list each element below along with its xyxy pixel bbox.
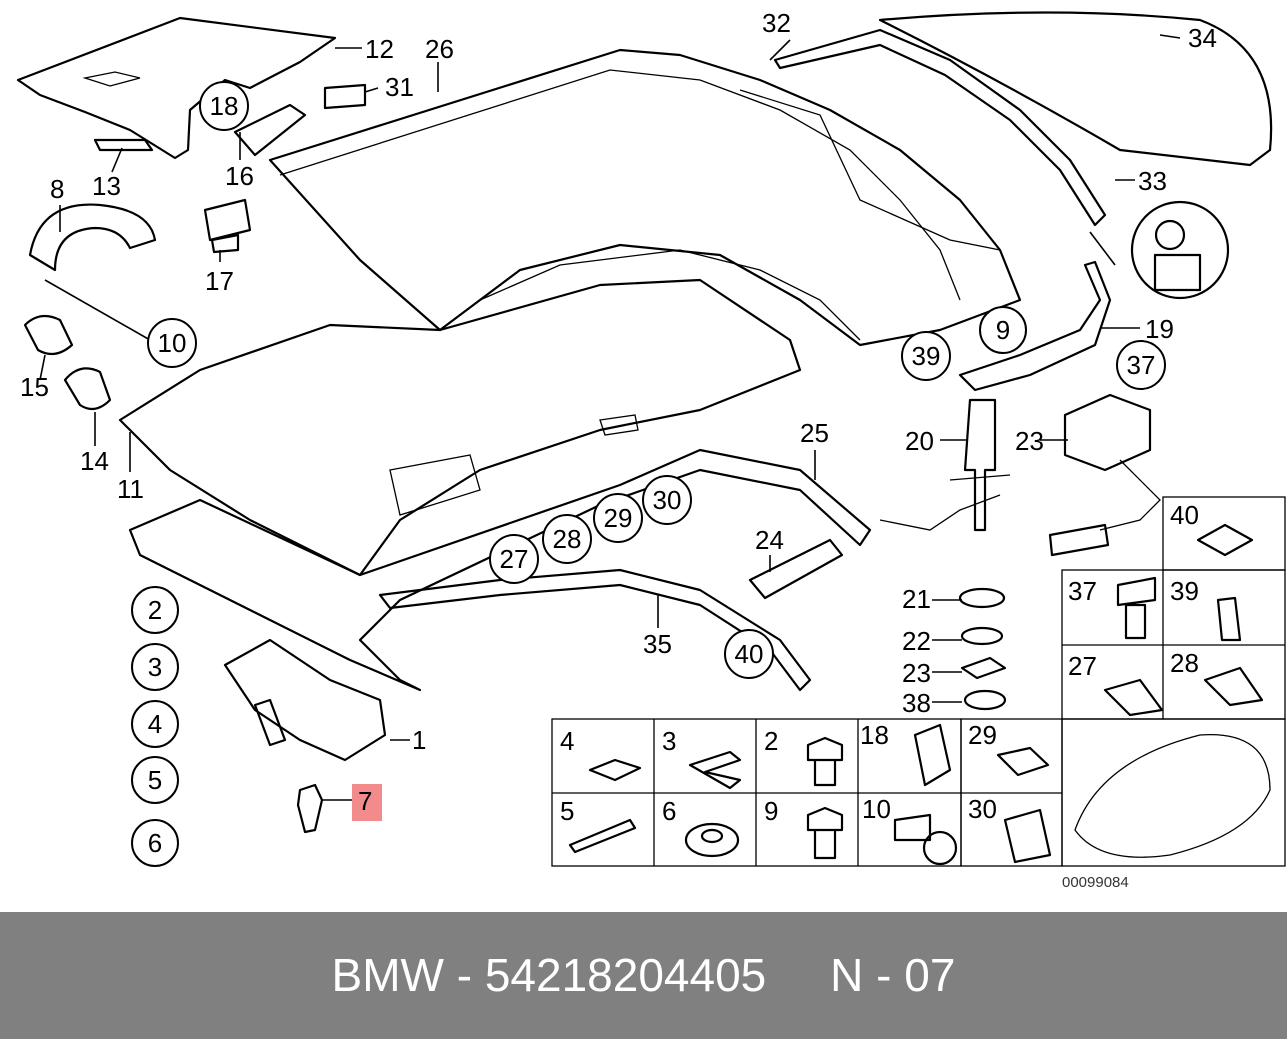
footer-position-prefix: N - bbox=[830, 949, 892, 1001]
label-32: 31 bbox=[385, 72, 414, 102]
circle-label-10: 10 bbox=[158, 328, 187, 358]
label-24: 23 bbox=[1015, 426, 1044, 456]
label-25: 24 bbox=[755, 525, 784, 555]
parts-diagram: 12 26 31 32 34 33 19 13 8 16 17 15 14 11… bbox=[16, 8, 1286, 891]
seal-profile-detail bbox=[1130, 200, 1230, 300]
sleeve-part-15 bbox=[23, 314, 74, 356]
interior-lamp-part bbox=[93, 138, 154, 152]
sleeve-part-14 bbox=[63, 367, 112, 411]
label-31: 26 bbox=[425, 34, 454, 64]
circle-label-28: 28 bbox=[553, 524, 582, 554]
circle-label-27: 27 bbox=[500, 544, 529, 574]
inset-label-2: 2 bbox=[764, 726, 778, 756]
parts-inset-grid bbox=[551, 496, 1286, 867]
inset-label-18: 18 bbox=[860, 720, 889, 750]
circle-label-29: 29 bbox=[604, 503, 633, 533]
actuator-part-20 bbox=[879, 398, 1011, 532]
circle-label-6: 6 bbox=[148, 828, 162, 858]
label-21: 21 bbox=[902, 584, 931, 614]
label-35: 34 bbox=[1188, 23, 1217, 53]
circle-label-30: 30 bbox=[653, 485, 682, 515]
hardtop-shell bbox=[268, 48, 1022, 347]
inset-label-30: 30 bbox=[968, 794, 997, 824]
rear-window-part bbox=[878, 11, 1273, 167]
footer-brand: BMW bbox=[331, 949, 444, 1001]
inset-drawings bbox=[568, 523, 1271, 866]
label-38: 38 bbox=[902, 688, 931, 718]
inset-label-10: 10 bbox=[862, 794, 891, 824]
circle-label-18: 18 bbox=[210, 91, 239, 121]
part-labels: 12 26 31 32 34 33 19 13 8 16 17 15 14 11… bbox=[20, 8, 1217, 816]
footer-part-number: 54218204405 bbox=[484, 949, 767, 1001]
circle-label-40: 40 bbox=[735, 639, 764, 669]
inset-label-28: 28 bbox=[1170, 648, 1199, 678]
roof-seal-part bbox=[773, 28, 1107, 227]
label-13: 13 bbox=[92, 171, 121, 201]
inset-label-40: 40 bbox=[1170, 500, 1199, 530]
seal-piece-part-25 bbox=[748, 538, 844, 600]
inset-label-4: 4 bbox=[560, 726, 574, 756]
circle-label-2: 2 bbox=[148, 595, 162, 625]
reference-code: 00099084 bbox=[1062, 874, 1129, 891]
label-8: 8 bbox=[50, 174, 64, 204]
connector-part-17 bbox=[203, 198, 252, 254]
label-20: 20 bbox=[905, 426, 934, 456]
label-7: 7 bbox=[358, 786, 372, 816]
highlight-box-7 bbox=[352, 784, 382, 821]
footer-bar: BMW - 54218204405 N - 07 bbox=[0, 912, 1287, 1039]
circle-label-37: 37 bbox=[1127, 350, 1156, 380]
trim-part-16 bbox=[233, 103, 307, 157]
circle-label-4: 4 bbox=[148, 709, 162, 739]
headliner-front-panel bbox=[16, 16, 337, 160]
clip-part-32 bbox=[323, 83, 367, 110]
label-14: 14 bbox=[80, 446, 109, 476]
lever-part-19 bbox=[958, 260, 1112, 392]
label-12: 12 bbox=[365, 34, 394, 64]
label-33: 32 bbox=[762, 8, 791, 38]
footer-position: 07 bbox=[904, 949, 956, 1001]
footer-separator: - bbox=[456, 949, 473, 1001]
headliner-main bbox=[118, 278, 802, 577]
pin-part-7 bbox=[296, 783, 324, 834]
inset-label-29: 29 bbox=[968, 720, 997, 750]
inset-labels: 40 37 39 27 28 4 3 2 18 29 5 6 9 10 30 bbox=[560, 500, 1199, 826]
trim-strip-part-36 bbox=[378, 568, 812, 692]
circle-label-5: 5 bbox=[148, 765, 162, 795]
inset-label-27: 27 bbox=[1068, 651, 1097, 681]
circled-labels: 2 3 4 5 6 9 10 18 27 28 29 30 37 39 40 bbox=[131, 81, 1166, 867]
label-23: 23 bbox=[902, 658, 931, 688]
grab-handle-part bbox=[28, 203, 157, 272]
label-11: 11 bbox=[117, 474, 144, 504]
label-15: 15 bbox=[20, 372, 49, 402]
label-36: 35 bbox=[643, 629, 672, 659]
label-16: 16 bbox=[225, 161, 254, 191]
inset-label-39: 39 bbox=[1170, 576, 1199, 606]
label-1: 1 bbox=[412, 725, 426, 755]
frame-trim-part bbox=[128, 448, 872, 692]
footer-text: BMW - 54218204405 N - 07 bbox=[0, 912, 1287, 1039]
circle-label-3: 3 bbox=[148, 652, 162, 682]
circle-label-9: 9 bbox=[996, 315, 1010, 345]
diagram-svg: 12 26 31 32 34 33 19 13 8 16 17 15 14 11… bbox=[16, 8, 1286, 891]
label-34: 33 bbox=[1138, 166, 1167, 196]
inset-label-9: 9 bbox=[764, 796, 778, 826]
inset-label-37: 37 bbox=[1068, 576, 1097, 606]
leader-lines bbox=[39, 34, 1181, 801]
washer-stack bbox=[958, 587, 1007, 711]
label-22: 22 bbox=[902, 626, 931, 656]
inset-label-5: 5 bbox=[560, 796, 574, 826]
inset-label-6: 6 bbox=[662, 796, 676, 826]
label-19: 19 bbox=[1145, 314, 1174, 344]
label-26: 25 bbox=[800, 418, 829, 448]
inset-label-3: 3 bbox=[662, 726, 676, 756]
label-17: 17 bbox=[205, 266, 234, 296]
bracket-part-1 bbox=[223, 638, 387, 762]
lock-part-24 bbox=[1048, 393, 1161, 557]
circle-label-39: 39 bbox=[912, 341, 941, 371]
